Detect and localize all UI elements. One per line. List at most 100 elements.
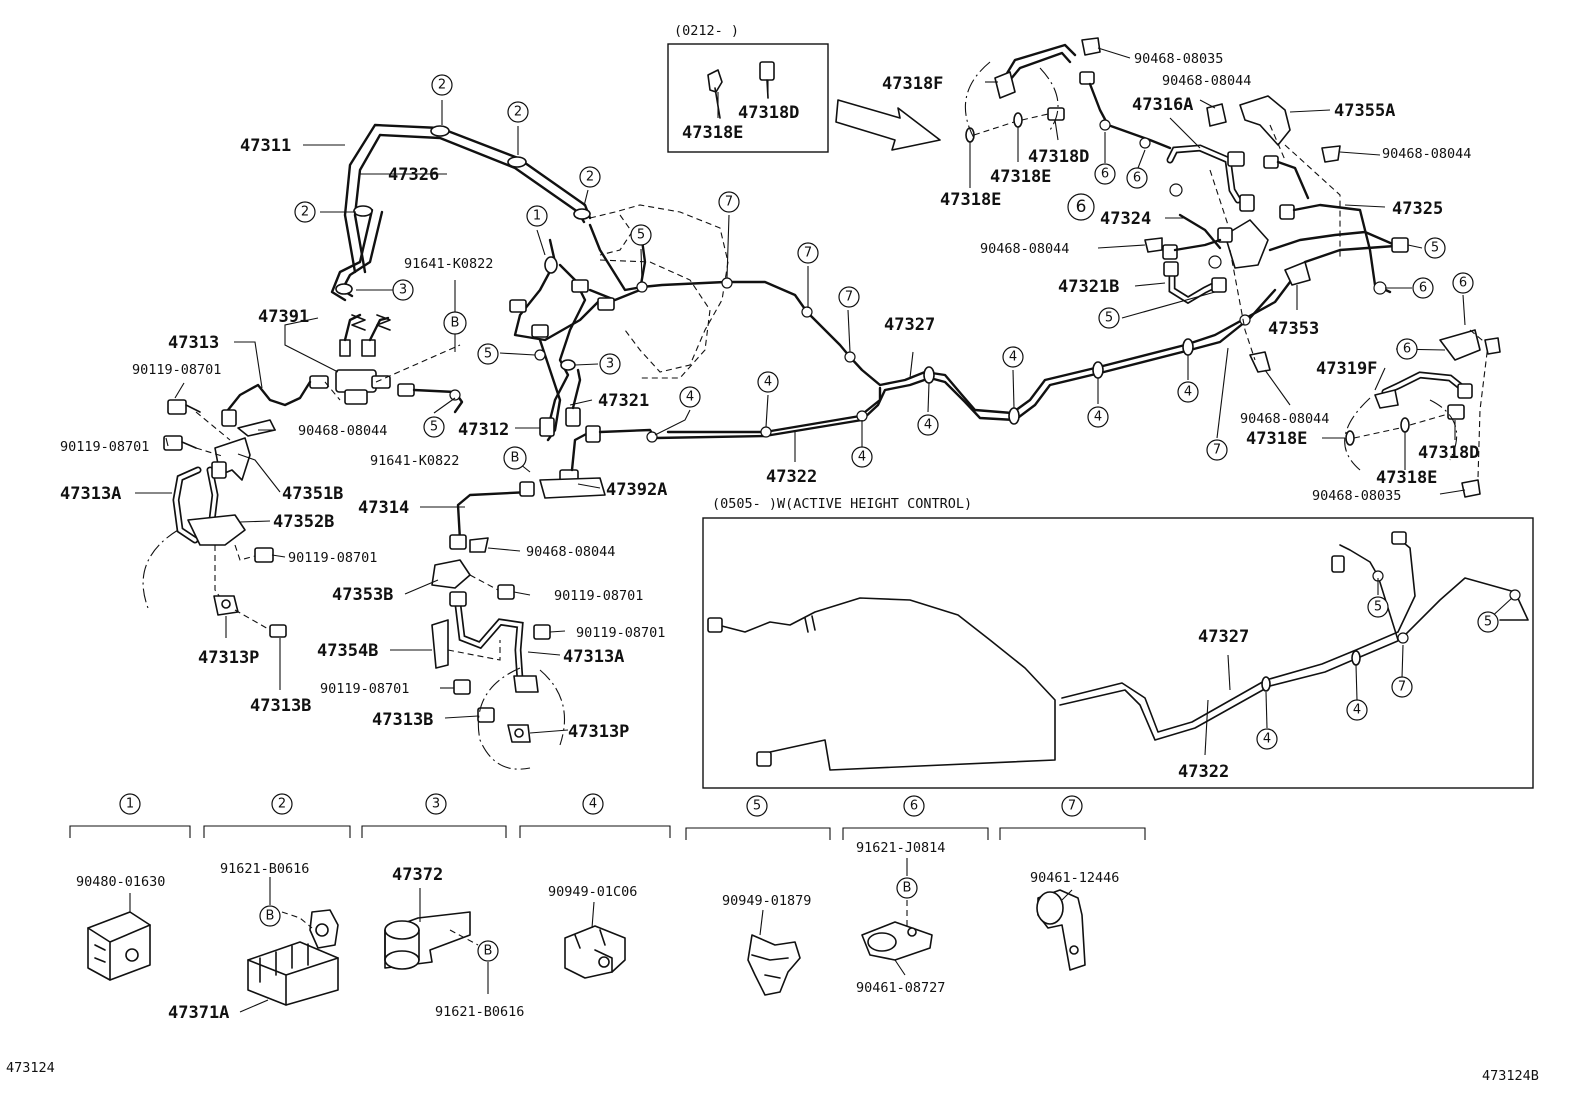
tube-nut — [1391, 531, 1407, 545]
clip — [856, 410, 868, 422]
callout-4: 4 — [1346, 699, 1368, 721]
callout-2: 2 — [431, 74, 453, 96]
svg-text:4: 4 — [1094, 410, 1102, 425]
callout-3: 3 — [425, 793, 447, 815]
clip-90468 — [1144, 237, 1163, 253]
clip — [923, 366, 935, 384]
callout-7: 7 — [1061, 795, 1083, 817]
svg-text:3: 3 — [399, 283, 407, 298]
bolt-90119 — [163, 435, 183, 451]
label-47371a: 47371A — [168, 1003, 229, 1023]
callout-4: 4 — [851, 446, 873, 468]
tube-nut — [539, 417, 555, 437]
label-90468-08044: 90468-08044 — [980, 241, 1069, 257]
label-47318e: 47318E — [990, 167, 1051, 187]
callout-3: 3 — [599, 353, 621, 375]
bracket-47355a — [1239, 95, 1291, 146]
svg-text:6: 6 — [1076, 197, 1087, 217]
callout-7: 7 — [1206, 439, 1228, 461]
svg-text:B: B — [266, 909, 275, 924]
label-90468-08044: 90468-08044 — [526, 544, 615, 560]
svg-text:6: 6 — [1419, 281, 1427, 296]
label-47313p: 47313P — [198, 648, 259, 668]
label-90468-08044: 90468-08044 — [1240, 411, 1329, 427]
inset-top-title: (0212- ) — [674, 23, 739, 39]
callout-2: 2 — [271, 793, 293, 815]
svg-text:4: 4 — [858, 450, 866, 465]
svg-text:3: 3 — [432, 797, 440, 812]
label-90468-08035: 90468-08035 — [1134, 51, 1223, 67]
washer-47318e — [1345, 430, 1355, 446]
clip-90468 — [1249, 351, 1271, 373]
tube-nut — [449, 534, 467, 550]
bracket-47354b — [431, 619, 449, 669]
clip — [760, 426, 772, 438]
label-91621-b0616: 91621-B0616 — [220, 861, 309, 877]
tube-nut — [531, 324, 549, 338]
clip — [844, 351, 856, 363]
hose-fitting — [211, 461, 227, 479]
callout-5: 5 — [746, 795, 768, 817]
footer-diagram-code: 473124 — [6, 1060, 55, 1076]
clamp-legend — [69, 825, 1146, 1006]
label-47372: 47372 — [392, 865, 443, 885]
tube-nut — [509, 299, 527, 313]
svg-text:6: 6 — [1133, 171, 1141, 186]
label-90949-01c06: 90949-01C06 — [548, 884, 637, 900]
clip — [449, 389, 461, 401]
callout-6-large: 6 — [1067, 193, 1095, 221]
washer-47318e — [1013, 112, 1023, 128]
clip — [1092, 361, 1104, 379]
tube-nut — [397, 383, 415, 397]
callout-5: 5 — [477, 343, 499, 365]
callout-5: 5 — [423, 416, 445, 438]
label-47313b: 47313B — [372, 710, 433, 730]
callout-5: 5 — [1367, 596, 1389, 618]
label-90468-08044: 90468-08044 — [1162, 73, 1251, 89]
tube-nut — [371, 375, 391, 389]
callout-5: 5 — [1477, 611, 1499, 633]
tube-nut — [1391, 237, 1409, 253]
bolt-47313b — [269, 624, 287, 638]
callout-4: 4 — [917, 414, 939, 436]
svg-text:1: 1 — [533, 209, 541, 224]
label-47353b: 47353B — [332, 585, 393, 605]
callout-3: 3 — [392, 279, 414, 301]
clip-90468 — [1321, 145, 1341, 163]
part-labels: 47311 47326 91641-K0822 47391 47313 9011… — [6, 23, 1539, 1084]
tube-nut — [565, 407, 581, 427]
label-90461-08727: 90461-08727 — [856, 980, 945, 996]
svg-text:5: 5 — [484, 347, 492, 362]
label-47313: 47313 — [168, 333, 219, 353]
hose-fitting — [1457, 383, 1473, 399]
clip — [430, 125, 450, 137]
bolt-47313b — [477, 707, 495, 723]
callout-b: B — [503, 446, 527, 470]
callout-7: 7 — [797, 242, 819, 264]
label-47318e: 47318E — [1246, 429, 1307, 449]
tube-nut — [1239, 194, 1255, 212]
callout-7: 7 — [838, 286, 860, 308]
front-brake-lines-group — [142, 123, 729, 770]
callout-6: 6 — [1126, 167, 1148, 189]
clip-90468 — [237, 419, 276, 437]
label-47354b: 47354B — [317, 641, 378, 661]
label-47313b: 47313B — [250, 696, 311, 716]
washer-47318e — [1400, 417, 1410, 433]
svg-text:5: 5 — [430, 420, 438, 435]
callout-5: 5 — [1424, 237, 1446, 259]
label-90119-08701: 90119-08701 — [320, 681, 409, 697]
callout-4: 4 — [679, 386, 701, 408]
svg-text:2: 2 — [586, 170, 594, 185]
inset-bottom-title: (0505- )W(ACTIVE HEIGHT CONTROL) — [712, 496, 972, 512]
label-47318e: 47318E — [682, 123, 743, 143]
valve-body — [344, 389, 368, 405]
callout-4: 4 — [1087, 406, 1109, 428]
clip-90468 — [1206, 103, 1227, 127]
label-90480-01630: 90480-01630 — [76, 874, 165, 890]
callout-4: 4 — [757, 371, 779, 393]
bracket-47353 — [1284, 261, 1311, 286]
label-47313a: 47313A — [563, 647, 624, 667]
svg-text:6: 6 — [1101, 167, 1109, 182]
callout-4: 4 — [1002, 346, 1024, 368]
